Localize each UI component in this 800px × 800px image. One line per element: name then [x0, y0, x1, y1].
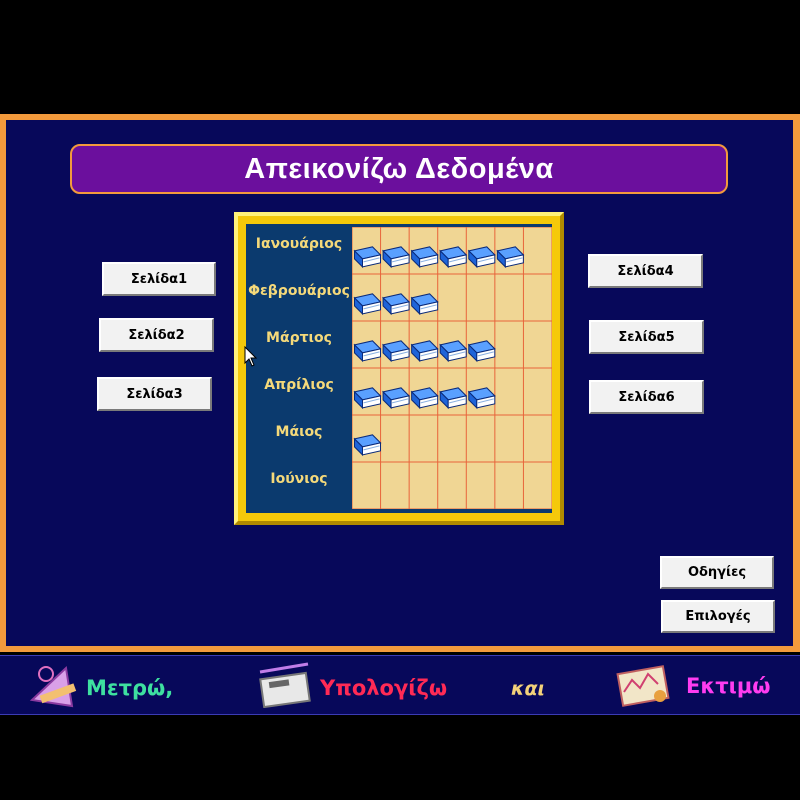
page-title: Απεικονίζω Δεδομένα [244, 152, 554, 185]
book-icon [467, 387, 496, 410]
book-icon [439, 340, 468, 363]
book-icon [353, 293, 382, 316]
footer-calculate: Υπολογίζω [320, 676, 448, 700]
month-label: Φεβρουάριος [248, 283, 350, 299]
footer-and: και [511, 678, 545, 700]
page1-button[interactable]: Σελίδα1 [102, 262, 216, 296]
book-icon [382, 293, 411, 316]
month-label: Ιανουάριος [255, 236, 343, 252]
book-icon [439, 246, 468, 269]
book-icon [353, 434, 382, 457]
book-icon [353, 340, 382, 363]
month-label: Απρίλιος [264, 377, 334, 393]
month-label: Μάιος [275, 424, 323, 440]
book-icon [439, 387, 468, 410]
footer-estimate: Εκτιμώ [686, 674, 771, 698]
app-content: Απεικονίζω Δεδομένα Σελίδα1 Σελίδα2 Σελί… [6, 120, 793, 646]
instructions-button[interactable]: Οδηγίες [660, 556, 774, 589]
book-icon [353, 246, 382, 269]
footer-measure: Μετρώ, [86, 676, 174, 700]
book-icon [467, 340, 496, 363]
book-icon [410, 387, 439, 410]
options-button[interactable]: Επιλογές [661, 600, 775, 633]
book-icon [410, 246, 439, 269]
month-label: Ιούνιος [270, 471, 328, 487]
month-label: Μάρτιος [266, 330, 332, 346]
app-window: Απεικονίζω Δεδομένα Σελίδα1 Σελίδα2 Σελί… [0, 114, 800, 652]
book-icon [410, 340, 439, 363]
page5-button[interactable]: Σελίδα5 [589, 320, 704, 354]
calculator-icon [259, 662, 311, 708]
book-icon [382, 246, 411, 269]
page2-button[interactable]: Σελίδα2 [99, 318, 214, 352]
title-bar: Απεικονίζω Δεδομένα [70, 144, 728, 194]
ruler-triangle-icon [29, 665, 77, 708]
page3-button[interactable]: Σελίδα3 [97, 377, 212, 411]
footer-banner: Μετρώ, Υπολογίζω και Εκτιμώ [0, 655, 800, 715]
book-icon [496, 246, 525, 269]
book-icon [410, 293, 439, 316]
book-icon [467, 246, 496, 269]
mouse-cursor-icon [244, 346, 258, 367]
book-icon [382, 387, 411, 410]
page6-button[interactable]: Σελίδα6 [589, 380, 704, 414]
pictograph-grid [352, 227, 552, 509]
estimate-chart-icon [616, 665, 670, 707]
page4-button[interactable]: Σελίδα4 [588, 254, 703, 288]
book-icon [382, 340, 411, 363]
book-icon [353, 387, 382, 410]
